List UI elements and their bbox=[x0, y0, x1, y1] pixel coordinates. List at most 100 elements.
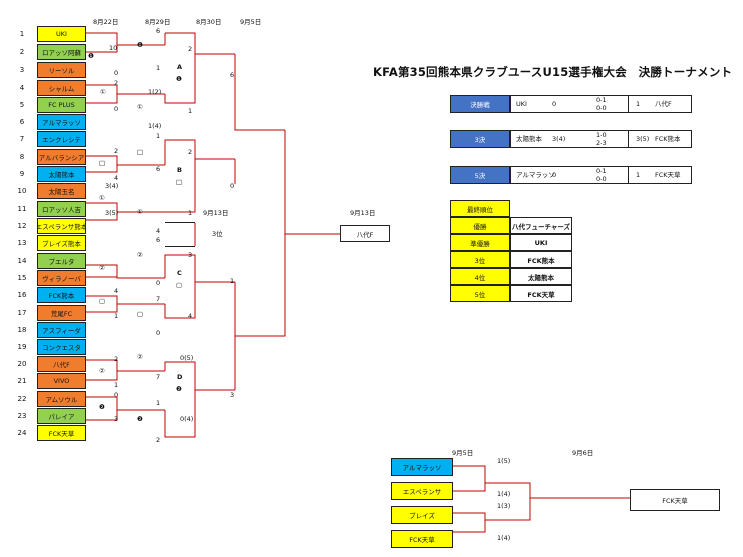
third-place-label: 3位 bbox=[212, 230, 223, 238]
score: 1 bbox=[156, 399, 161, 407]
result-set2: 0-0 bbox=[596, 104, 607, 112]
team-box: FC PLUS bbox=[37, 97, 86, 113]
score: 6 bbox=[230, 71, 235, 79]
third-place-line-top bbox=[165, 222, 195, 223]
consolation-score: 1(4) bbox=[497, 490, 511, 498]
team-seed-number: 5 bbox=[19, 101, 25, 109]
team-seed-number: 15 bbox=[17, 274, 27, 282]
score: 2 bbox=[188, 148, 193, 156]
team-seed-number: 24 bbox=[17, 429, 27, 437]
score: 2 bbox=[114, 79, 119, 87]
match-mark: ❶ bbox=[176, 75, 182, 83]
block-label-d: D bbox=[177, 373, 183, 381]
result-round-label: 5決 bbox=[450, 166, 510, 184]
result-score1: 3(4) bbox=[552, 135, 566, 143]
date-round4: 9月5日 bbox=[240, 18, 262, 26]
ranking-team: FCK天草 bbox=[510, 285, 572, 302]
block-label-a: A bbox=[177, 63, 183, 71]
match-mark: ② bbox=[99, 367, 105, 375]
date-final: 9月13日 bbox=[350, 209, 376, 217]
score: 7 bbox=[156, 373, 161, 381]
score: 6 bbox=[156, 165, 161, 173]
result-set2: 0-0 bbox=[596, 175, 607, 183]
result-divider bbox=[628, 166, 629, 184]
score: 0(4) bbox=[180, 415, 194, 423]
ranking-team: 太陽熊本 bbox=[510, 268, 572, 285]
team-box: 荒尾FC bbox=[37, 305, 86, 321]
result-set2: 2-3 bbox=[596, 139, 607, 147]
team-box: エスペランサ熊本 bbox=[37, 218, 86, 234]
team-box: パレイア bbox=[37, 408, 86, 424]
team-box: アルバランシア bbox=[37, 149, 86, 165]
score: 1 bbox=[188, 107, 193, 115]
team-seed-number: 6 bbox=[19, 118, 25, 126]
match-mark: ② bbox=[99, 264, 105, 272]
ranking-position: 5位 bbox=[450, 285, 510, 302]
ranking-position: 準優勝 bbox=[450, 234, 510, 251]
result-score2: 1 bbox=[636, 171, 641, 179]
score: 3 bbox=[188, 251, 193, 259]
score: 1 bbox=[156, 64, 161, 72]
score: 7 bbox=[156, 295, 161, 303]
third-place-line-bottom bbox=[165, 246, 195, 247]
match-mark: □ bbox=[176, 178, 183, 186]
score: 0 bbox=[114, 105, 119, 113]
team-seed-number: 1 bbox=[19, 30, 25, 38]
team-box: ブエルタ bbox=[37, 253, 86, 269]
team-box: ブレイズ熊本 bbox=[37, 235, 86, 251]
ranking-position: 3位 bbox=[450, 251, 510, 268]
score: 4 bbox=[188, 312, 193, 320]
date-round3: 8月30日 bbox=[196, 18, 222, 26]
match-mark: ❷ bbox=[176, 385, 182, 393]
result-set1: 1-0 bbox=[596, 131, 607, 139]
final-winner-box: 八代F bbox=[340, 225, 390, 242]
result-set1: 0-1 bbox=[596, 167, 607, 175]
team-seed-number: 19 bbox=[17, 343, 27, 351]
match-mark: ❶ bbox=[137, 41, 143, 49]
score: 3 bbox=[230, 391, 235, 399]
date-round1: 8月22日 bbox=[93, 18, 119, 26]
result-team2: FCK熊本 bbox=[655, 135, 681, 143]
match-mark: ① bbox=[137, 103, 143, 111]
team-seed-number: 18 bbox=[17, 326, 27, 334]
result-row-border bbox=[510, 95, 692, 113]
score: 0 bbox=[156, 329, 161, 337]
team-box: FCK熊本 bbox=[37, 287, 86, 303]
date-round2: 8月29日 bbox=[145, 18, 171, 26]
result-team2: FCK天草 bbox=[655, 171, 681, 179]
score: 4 bbox=[114, 287, 119, 295]
team-seed-number: 7 bbox=[19, 135, 25, 143]
result-score2: 1 bbox=[636, 100, 641, 108]
result-team1: UKI bbox=[516, 100, 527, 108]
score: 1 bbox=[230, 277, 235, 285]
team-seed-number: 8 bbox=[19, 153, 25, 161]
team-box: VIVO bbox=[37, 373, 86, 389]
team-seed-number: 11 bbox=[17, 205, 27, 213]
team-box: FCK天草 bbox=[37, 425, 86, 441]
result-row-border bbox=[510, 166, 692, 184]
score: 1 bbox=[188, 209, 193, 217]
score: 0 bbox=[156, 279, 161, 287]
result-divider bbox=[628, 130, 629, 148]
team-seed-number: 2 bbox=[19, 48, 25, 56]
score: 0 bbox=[230, 182, 235, 190]
ranking-position: 優勝 bbox=[450, 217, 510, 234]
team-seed-number: 17 bbox=[17, 309, 27, 317]
consolation-score: 1(4) bbox=[497, 534, 511, 542]
page-title: KFA第35回熊本県クラブユースU15選手権大会 決勝トーナメント bbox=[373, 65, 733, 79]
match-mark: ① bbox=[99, 194, 105, 202]
match-mark: ② bbox=[137, 353, 143, 361]
score: 10 bbox=[109, 44, 118, 52]
score: 2 bbox=[156, 436, 161, 444]
score: 4 bbox=[114, 174, 119, 182]
score: 1 bbox=[114, 312, 119, 320]
result-row-border bbox=[510, 130, 692, 148]
match-mark: ❷ bbox=[137, 415, 143, 423]
score: 3 bbox=[114, 415, 119, 423]
ranking-position: 4位 bbox=[450, 268, 510, 285]
result-divider bbox=[628, 95, 629, 113]
consolation-team: FCK天草 bbox=[391, 530, 453, 548]
team-seed-number: 9 bbox=[19, 170, 25, 178]
team-box: 太陽玉名 bbox=[37, 183, 86, 199]
team-box: アルマラッソ bbox=[37, 114, 86, 130]
